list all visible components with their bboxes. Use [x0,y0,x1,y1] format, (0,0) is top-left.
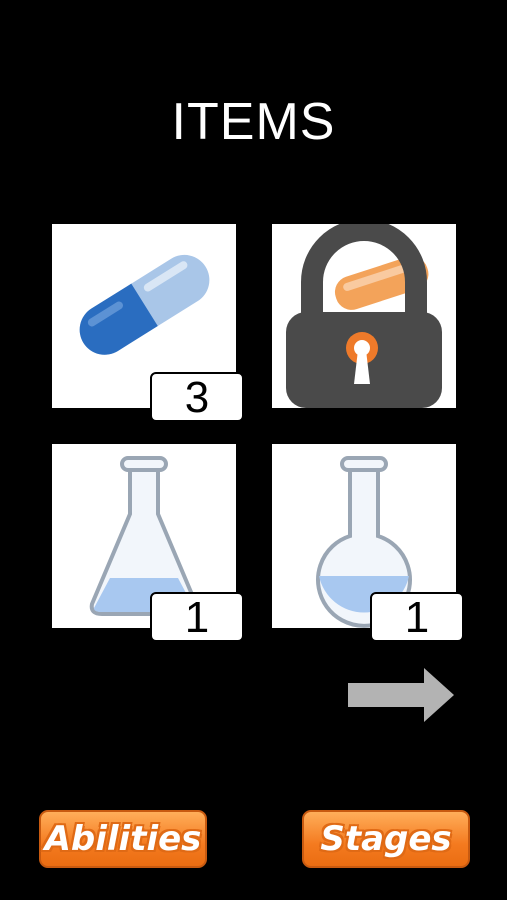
screen-title: ITEMS [171,93,336,151]
item-slot-locked[interactable] [272,224,456,408]
item-count-round-flask: 1 [370,592,464,642]
capsule-icon [79,254,210,355]
item-count-pill: 3 [150,372,244,422]
erlenmeyer-flask-icon [89,456,199,616]
abilities-button[interactable]: Abilities [39,810,207,868]
right-arrow-icon[interactable] [348,668,454,722]
item-count-erlenmeyer-flask: 1 [150,592,244,642]
item-slot-erlenmeyer-flask[interactable] [52,444,236,628]
item-slot-pill[interactable] [52,224,236,408]
padlock-icon [286,224,442,408]
stages-button[interactable]: Stages [302,810,470,868]
